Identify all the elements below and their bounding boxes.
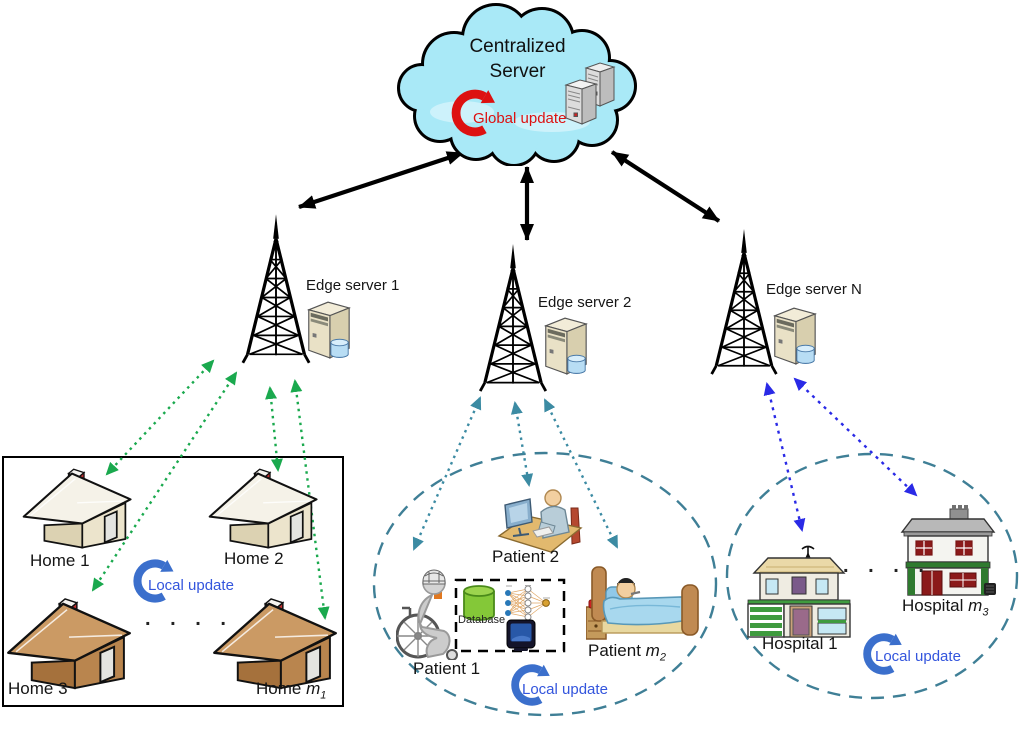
patient-2-label: Patient 2 xyxy=(492,547,560,566)
edge-server-1-icon xyxy=(303,300,353,362)
database-label: Database xyxy=(458,614,506,626)
hospital-m3-icon xyxy=(898,505,998,600)
cloud-edge-links xyxy=(298,150,721,241)
patient-2-icon xyxy=(497,486,583,556)
homes-local-update-label: Local update xyxy=(148,577,234,594)
edgeN-hospital-links xyxy=(763,377,918,532)
home-3-icon xyxy=(6,594,134,692)
patient-m2-label: Patient m2 xyxy=(588,641,666,664)
hospitals-local-update-label: Local update xyxy=(875,648,961,665)
homes-dots: . . . . xyxy=(145,608,233,630)
edge-server-2-icon xyxy=(540,316,590,378)
cloud-title-line1: Centralized xyxy=(469,36,566,57)
patient-data-dashed-box xyxy=(454,578,566,653)
cloud-servers-icon xyxy=(564,60,618,126)
cloud-title: Centralized Server xyxy=(400,34,635,84)
hospitals-group-ellipse xyxy=(725,452,1019,700)
home-2-label: Home 2 xyxy=(224,549,284,568)
patients-local-update-label: Local update xyxy=(522,681,608,698)
hospitals-dots: . . . . xyxy=(843,555,931,577)
hospital-1-icon xyxy=(746,543,852,639)
patient-1-label: Patient 1 xyxy=(413,659,481,678)
hospital-1-label: Hospital 1 xyxy=(762,634,838,653)
home-1-icon xyxy=(22,460,134,556)
home-1-label: Home 1 xyxy=(30,551,90,570)
neural-network-icon xyxy=(503,585,553,621)
edge-tower-2-icon xyxy=(477,242,549,392)
edge-server-N-label: Edge server N xyxy=(766,281,862,298)
edge-server-N-icon xyxy=(769,306,819,368)
cloud-title-line2: Server xyxy=(489,61,546,82)
home-3-label: Home 3 xyxy=(8,679,68,698)
hospital-m3-label: Hospital m3 xyxy=(902,596,989,619)
home-2-icon xyxy=(208,460,320,556)
edge-tower-1-icon xyxy=(240,212,312,364)
monitor-device-icon xyxy=(506,619,536,652)
edge-server-1-label: Edge server 1 xyxy=(306,277,400,294)
home-m1-label: Home m1 xyxy=(256,679,327,702)
global-update-label: Global update xyxy=(473,110,567,127)
edge-server-2-label: Edge server 2 xyxy=(538,294,632,311)
centralized-server-cloud xyxy=(397,3,637,166)
patient-m2-icon xyxy=(586,563,702,648)
